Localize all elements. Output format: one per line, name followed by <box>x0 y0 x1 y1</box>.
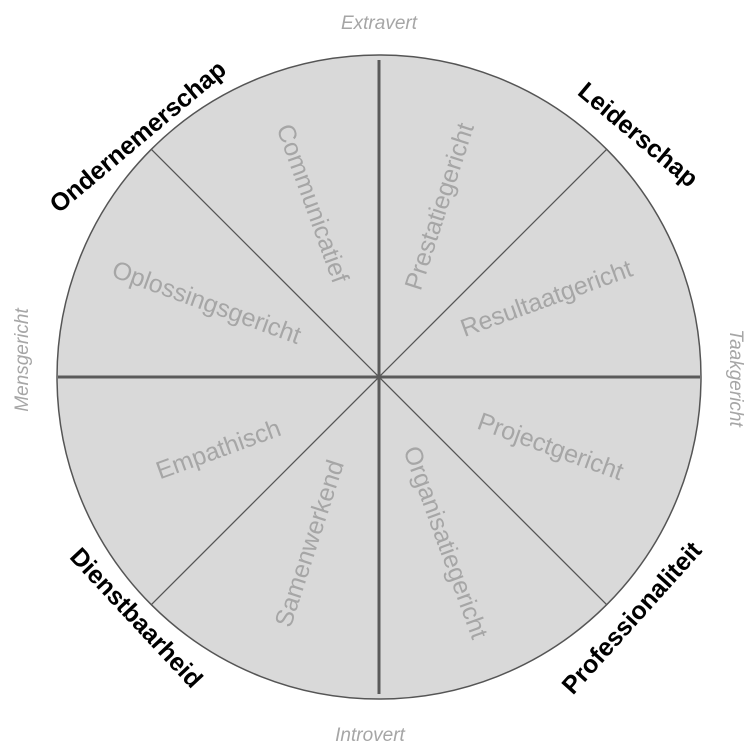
axis-label-bottom: Introvert <box>335 725 405 746</box>
axis-label-left: Mensgericht <box>12 308 33 412</box>
axis-label-top: Extravert <box>341 13 418 34</box>
axis-label-right: Taakgericht <box>725 329 746 427</box>
